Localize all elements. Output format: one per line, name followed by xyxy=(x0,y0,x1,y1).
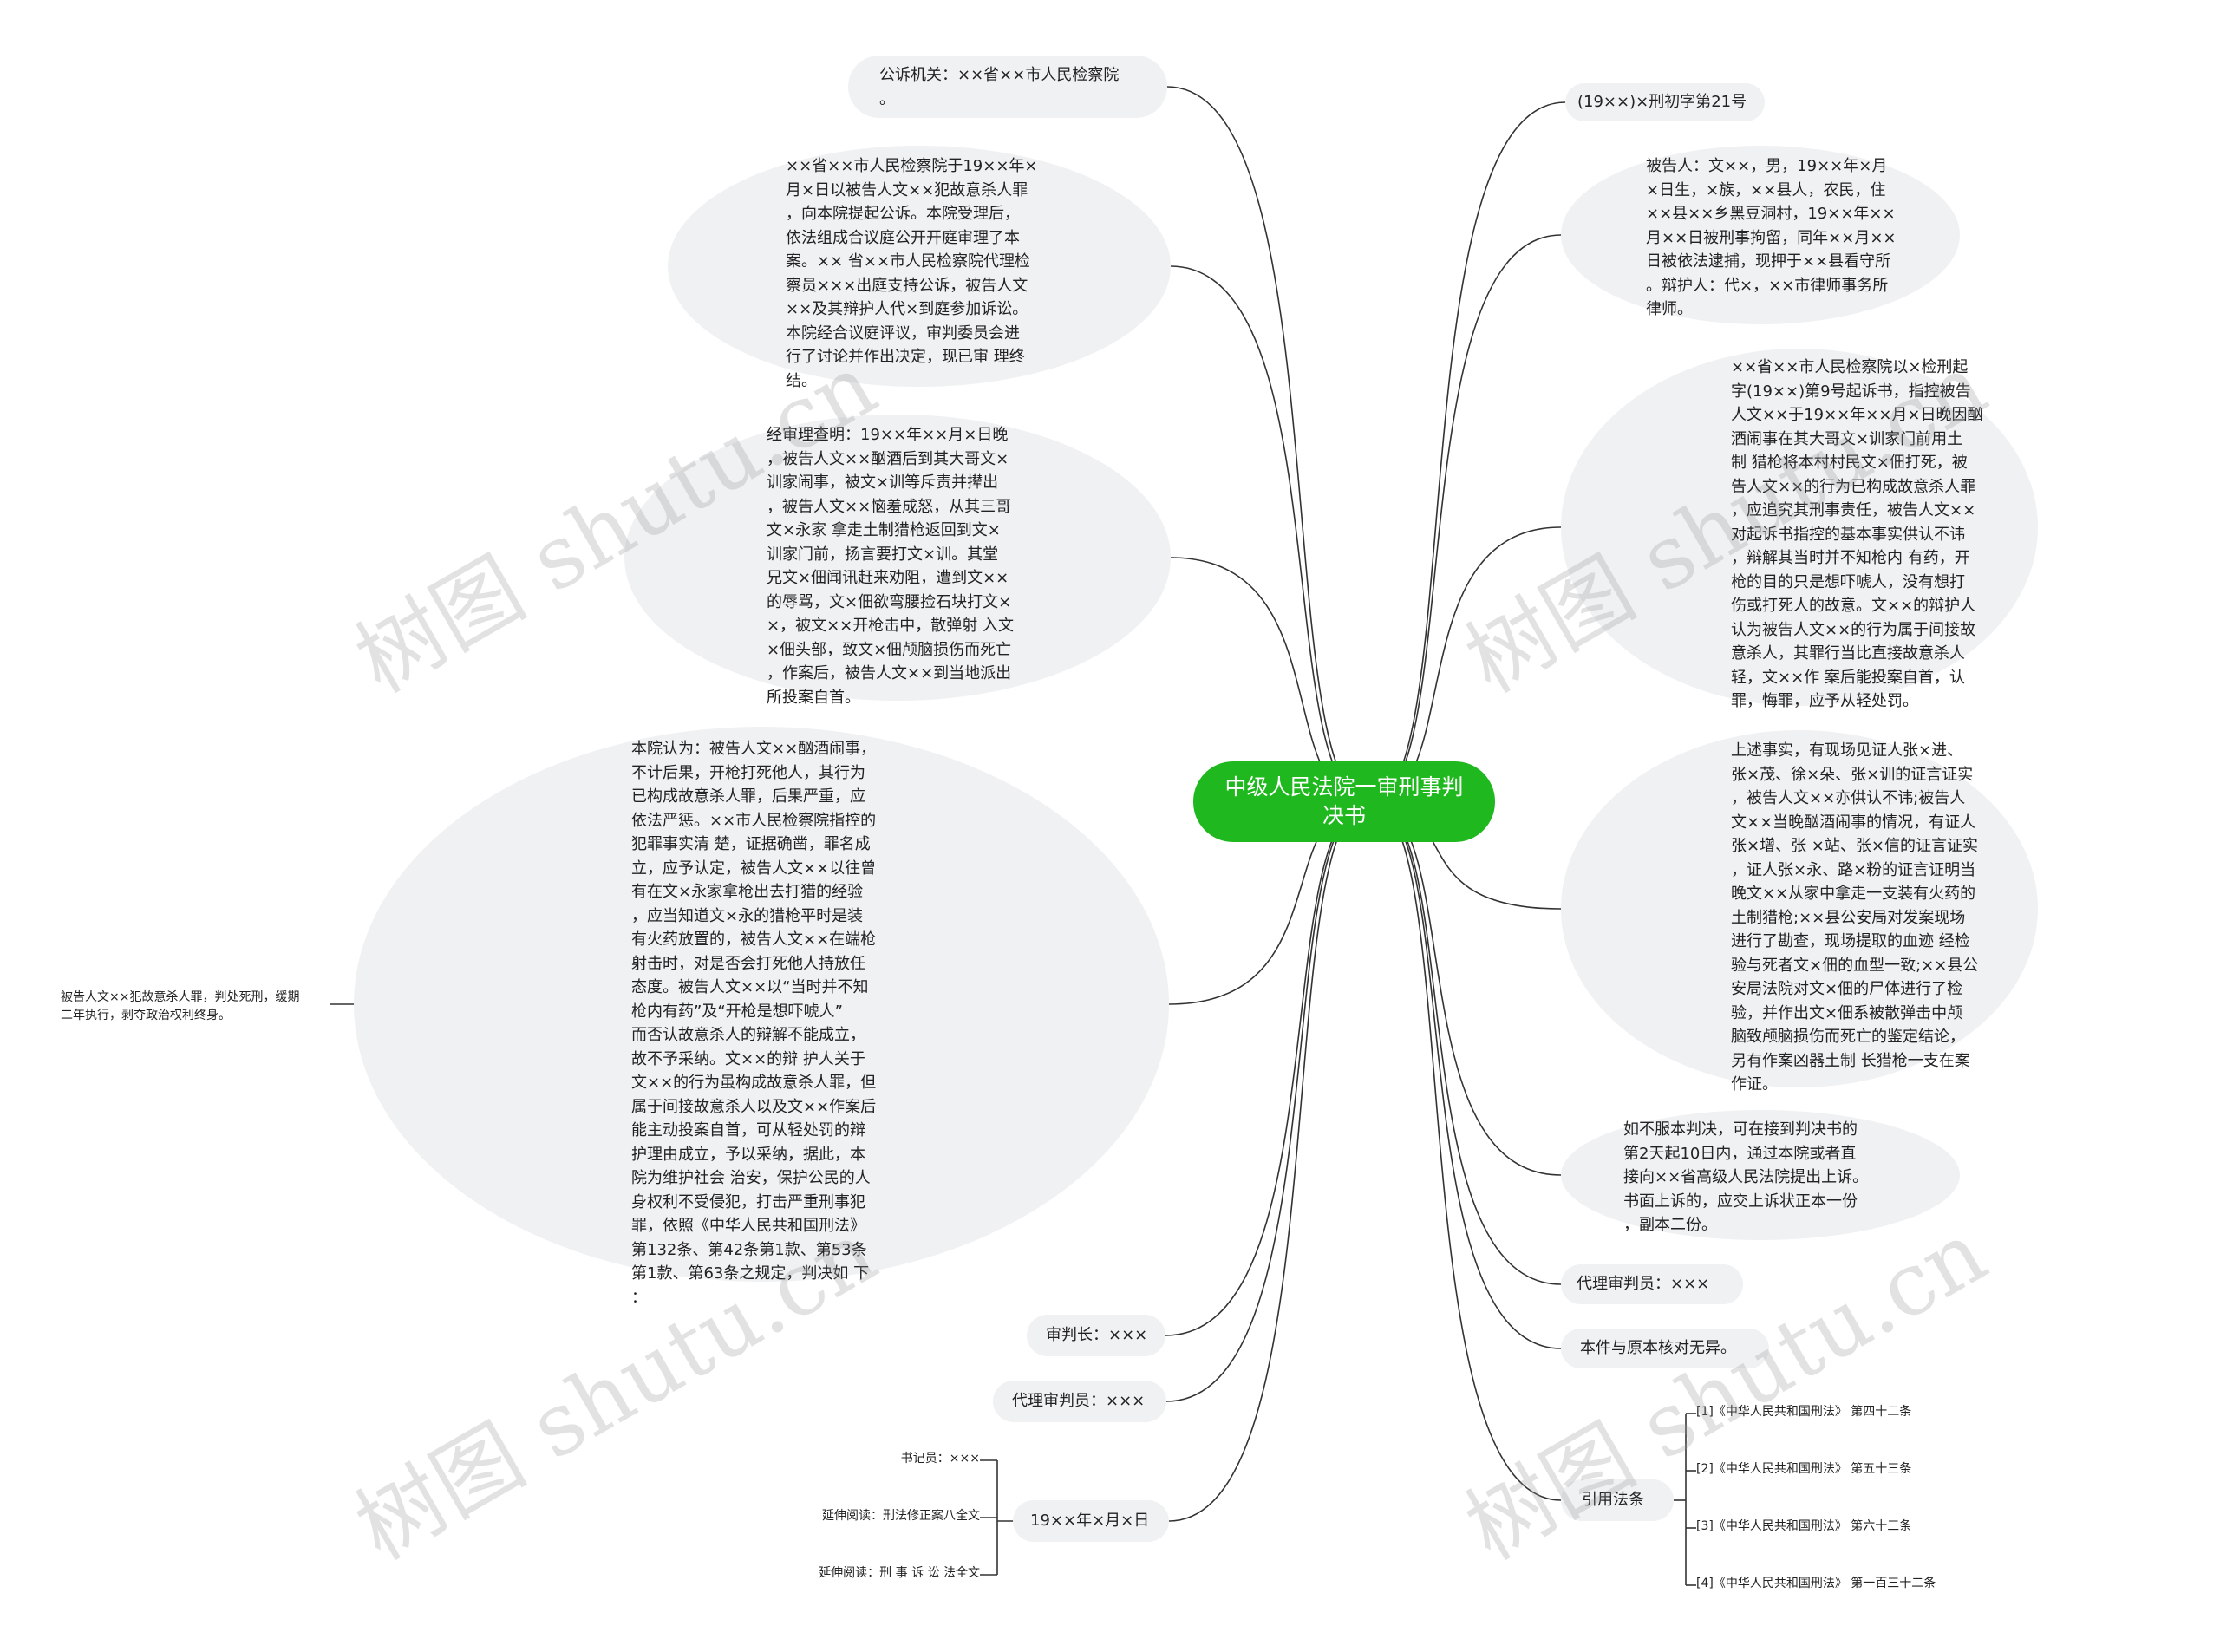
defendant-node[interactable]: 被告人：文××，男，19××年×月 ×日生，×族，××县人，农民，住 ××县××… xyxy=(1561,146,1960,324)
law-item-3[interactable]: [3]《中华人民共和国刑法》 第六十三条 xyxy=(1696,1519,1912,1533)
acting-judge-left-node[interactable]: 代理审判员：××× xyxy=(993,1381,1166,1422)
link-right-5 xyxy=(1369,801,1562,1285)
date-child-reading-1[interactable]: 延伸阅读：刑法修正案八全文 xyxy=(822,1509,980,1523)
acting-judge-right-node[interactable]: 代理审判员：××× xyxy=(1561,1264,1743,1304)
prosecutor-node[interactable]: 公诉机关：××省××市人民检察院 。 xyxy=(848,56,1167,118)
facts-node[interactable]: 经审理查明：19××年××月×日晚 ，被告人文××酗酒后到其大哥文× 训家闹事，… xyxy=(624,415,1171,707)
link-right-1 xyxy=(1369,234,1562,803)
law-item-4[interactable]: [4]《中华人民共和国刑法》 第一百三十二条 xyxy=(1696,1577,1936,1590)
center-topic[interactable]: 中级人民法院一审刑事判决书 xyxy=(1193,761,1495,842)
evidence-node[interactable]: 上述事实，有现场见证人张×进、 张×茂、徐×朵、张×训的证言证实 ，被告人文××… xyxy=(1561,730,2038,1094)
opinion-node[interactable]: 本院认为：被告人文××酗酒闹事， 不计后果，开枪打死他人，其行为 已构成故意杀人… xyxy=(354,727,1169,1307)
law-item-1[interactable]: [1]《中华人民共和国刑法》 第四十二条 xyxy=(1696,1405,1912,1419)
verified-node[interactable]: 本件与原本核对无异。 xyxy=(1561,1329,1769,1368)
date-child-clerk[interactable]: 书记员：××× xyxy=(900,1452,980,1466)
prosecution-node[interactable]: ××省××市人民检察院以×检刑起 字(19××)第9号起诉书，指控被告 人文××… xyxy=(1561,349,2038,710)
link-right-4 xyxy=(1369,801,1562,1176)
date-child-reading-2[interactable]: 延伸阅读：刑 事 诉 讼 法全文 xyxy=(819,1566,980,1580)
chief-judge-node[interactable]: 审判长：××× xyxy=(1027,1315,1166,1356)
verdict-node[interactable]: 被告人文××犯故意杀人罪，判处死刑，缓期 二年执行，剥夺政治权利终身。 xyxy=(61,990,300,1022)
link-left-5 xyxy=(1166,801,1371,1402)
link-right-0 xyxy=(1369,101,1566,803)
date-node[interactable]: 19××年×月×日 xyxy=(1013,1500,1169,1542)
laws-node[interactable]: 引用法条 xyxy=(1561,1479,1674,1521)
link-left-0 xyxy=(1166,86,1371,803)
law-item-2[interactable]: [2]《中华人民共和国刑法》 第五十三条 xyxy=(1696,1462,1912,1476)
link-right-7 xyxy=(1369,801,1562,1501)
link-right-6 xyxy=(1369,801,1562,1349)
appeal-node[interactable]: 如不服本判决，可在接到判决书的 第2天起10日内，通过本院或者直 接向××省高级… xyxy=(1561,1110,1960,1240)
procedure-node[interactable]: ××省××市人民检察院于19××年× 月×日以被告人文××犯故意杀人罪 ，向本院… xyxy=(668,146,1171,390)
link-left-6 xyxy=(1168,801,1371,1522)
link-left-1 xyxy=(1170,265,1371,803)
link-left-4 xyxy=(1165,801,1371,1336)
case-number-node[interactable]: (19××)×刑初字第21号 xyxy=(1565,83,1765,121)
